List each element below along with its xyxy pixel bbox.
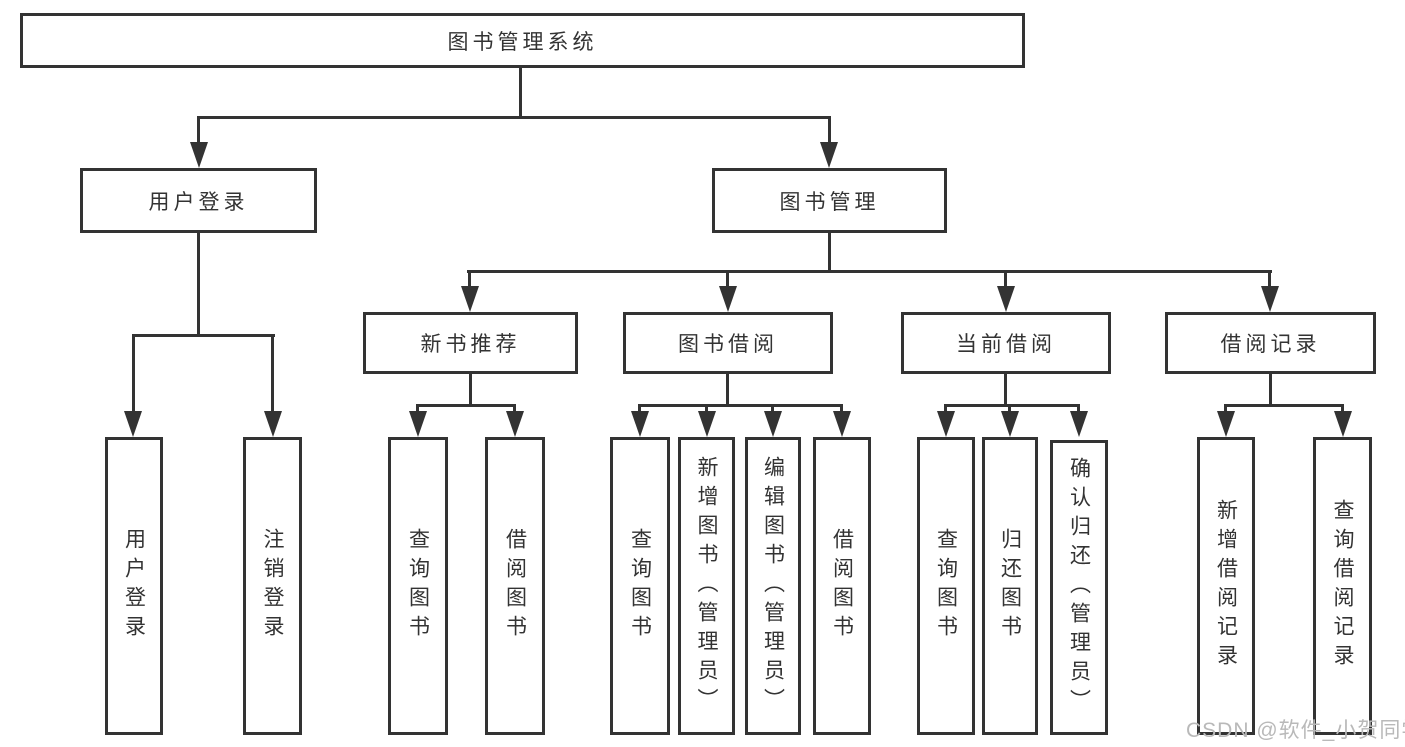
arrow-down-icon <box>833 411 851 437</box>
leaf-recommend-query-books-label: 查询图书 <box>406 528 430 644</box>
connector-line <box>828 116 831 144</box>
connector-line <box>469 374 472 407</box>
arrow-down-icon <box>1217 411 1235 437</box>
connector-line <box>132 334 135 413</box>
leaf-return-books-label: 归还图书 <box>998 528 1022 644</box>
connector-line <box>467 270 1272 273</box>
connector-line <box>726 374 729 407</box>
leaf-recommend-borrow-books-label: 借阅图书 <box>503 528 527 644</box>
node-user-login: 用户登录 <box>80 168 317 233</box>
csdn-watermark: CSDN @软件_小贺同学 <box>1186 719 1405 742</box>
connector-line <box>638 404 641 413</box>
connector-line <box>468 270 471 290</box>
connector-line <box>1004 270 1007 290</box>
leaf-add-books-admin-label: 新增图书（管理员） <box>695 455 718 717</box>
connector-line <box>271 334 274 413</box>
connector-line <box>416 404 419 413</box>
node-book-management: 图书管理 <box>712 168 947 233</box>
node-borrow-records-label: 借阅记录 <box>1220 333 1321 356</box>
node-book-management-label: 图书管理 <box>779 190 880 214</box>
node-new-book-recommend: 新书推荐 <box>363 312 578 374</box>
leaf-user-login-label: 用户登录 <box>122 528 146 644</box>
connector-line <box>1341 404 1344 413</box>
leaf-recommend-query-books: 查询图书 <box>388 437 448 735</box>
connector-line <box>1224 404 1344 407</box>
leaf-current-query-books-label: 查询图书 <box>934 528 958 644</box>
arrow-down-icon <box>461 286 479 312</box>
leaf-user-login: 用户登录 <box>105 437 163 735</box>
node-book-borrow: 图书借阅 <box>623 312 833 374</box>
arrow-down-icon <box>264 411 282 437</box>
arrow-down-icon <box>631 411 649 437</box>
leaf-current-query-books: 查询图书 <box>917 437 975 735</box>
connector-line <box>828 233 831 273</box>
leaf-add-books-admin: 新增图书（管理员） <box>678 437 735 735</box>
connector-line <box>197 233 200 337</box>
arrow-down-icon <box>820 142 838 168</box>
node-user-login-label: 用户登录 <box>148 190 249 214</box>
arrow-down-icon <box>1070 411 1088 437</box>
connector-line <box>840 404 843 413</box>
connector-line <box>513 404 516 413</box>
node-root: 图书管理系统 <box>20 13 1025 68</box>
connector-line <box>1004 374 1007 407</box>
leaf-confirm-return-admin: 确认归还（管理员） <box>1050 440 1108 735</box>
connector-line <box>132 334 275 337</box>
node-current-borrow-label: 当前借阅 <box>956 333 1056 356</box>
connector-line <box>1224 404 1227 413</box>
leaf-borrow-query-books: 查询图书 <box>610 437 670 735</box>
leaf-add-borrow-record: 新增借阅记录 <box>1197 437 1255 735</box>
connector-line <box>944 404 947 413</box>
leaf-edit-books-admin-label: 编辑图书（管理员） <box>761 455 785 717</box>
leaf-borrow-books-label: 借阅图书 <box>830 528 854 644</box>
arrow-down-icon <box>997 286 1015 312</box>
leaf-query-borrow-record-label: 查询借阅记录 <box>1331 499 1354 673</box>
connector-line <box>638 404 843 407</box>
arrow-down-icon <box>1334 411 1352 437</box>
leaf-borrow-query-books-label: 查询图书 <box>628 528 652 644</box>
node-new-book-recommend-label: 新书推荐 <box>420 333 521 356</box>
arrow-down-icon <box>719 286 737 312</box>
arrow-down-icon <box>698 411 716 437</box>
leaf-confirm-return-admin-label: 确认归还（管理员） <box>1067 457 1091 718</box>
leaf-logout: 注销登录 <box>243 437 302 735</box>
arrow-down-icon <box>937 411 955 437</box>
arrow-down-icon <box>1001 411 1019 437</box>
leaf-logout-label: 注销登录 <box>261 528 284 644</box>
connector-line <box>416 404 515 407</box>
arrow-down-icon <box>764 411 782 437</box>
node-current-borrow: 当前借阅 <box>901 312 1111 374</box>
connector-line <box>1077 404 1080 413</box>
connector-line <box>705 404 708 413</box>
node-borrow-records: 借阅记录 <box>1165 312 1376 374</box>
leaf-borrow-books: 借阅图书 <box>813 437 871 735</box>
connector-line <box>519 68 522 118</box>
connector-line <box>197 116 200 144</box>
arrow-down-icon <box>124 411 142 437</box>
leaf-return-books: 归还图书 <box>982 437 1038 735</box>
leaf-edit-books-admin: 编辑图书（管理员） <box>745 437 801 735</box>
arrow-down-icon <box>506 411 524 437</box>
connector-line <box>944 404 1080 407</box>
leaf-add-borrow-record-label: 新增借阅记录 <box>1214 499 1238 673</box>
connector-line <box>197 116 831 119</box>
node-book-borrow-label: 图书借阅 <box>678 333 778 356</box>
connector-line <box>1269 374 1272 407</box>
connector-line <box>1268 270 1271 290</box>
node-root-label: 图书管理系统 <box>447 30 598 54</box>
connector-line <box>726 270 729 290</box>
arrow-down-icon <box>409 411 427 437</box>
connector-line <box>771 404 774 413</box>
arrow-down-icon <box>1261 286 1279 312</box>
connector-line <box>1008 404 1011 413</box>
arrow-down-icon <box>190 142 208 168</box>
leaf-recommend-borrow-books: 借阅图书 <box>485 437 545 735</box>
leaf-query-borrow-record: 查询借阅记录 <box>1313 437 1372 735</box>
